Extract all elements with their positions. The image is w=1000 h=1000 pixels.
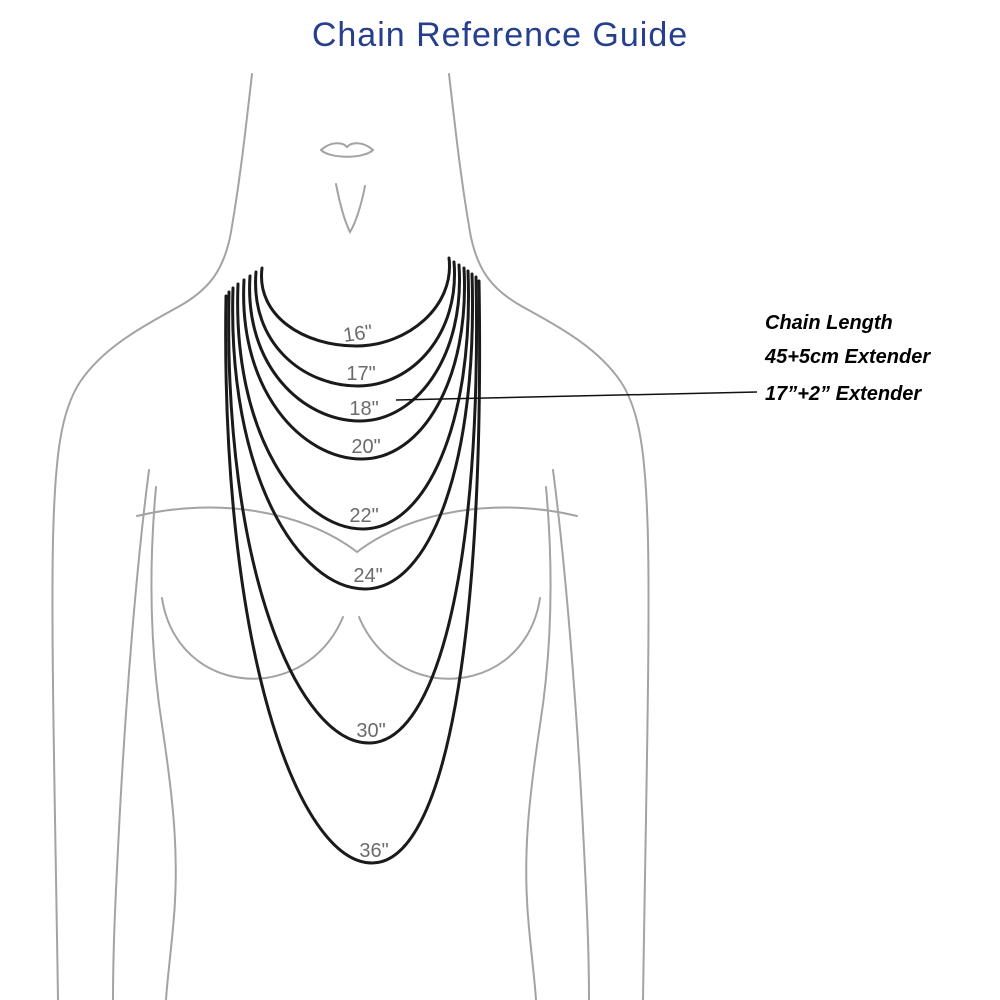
chin-neck-curve <box>335 183 366 235</box>
chain-label-24: 24" <box>353 565 383 587</box>
torso-side-left <box>150 486 177 1000</box>
chain-curve-20 <box>242 266 467 461</box>
inner-arm-right <box>552 469 590 1000</box>
chest-curve <box>136 506 578 554</box>
neck-shoulder-arm-right <box>448 73 650 1000</box>
chain-curve-16 <box>260 256 451 348</box>
annotation-extender-cm: 45+5cm Extender <box>765 346 931 368</box>
chain-label-22: 22" <box>349 505 379 527</box>
neck-shoulder-arm-left <box>51 73 253 1000</box>
extender-leader-line <box>395 391 758 401</box>
torso-outline <box>51 73 650 1000</box>
chain-label-17: 17" <box>346 363 376 385</box>
inner-arm-left <box>112 469 150 1000</box>
chain-label-20: 20" <box>351 436 381 458</box>
chain-label-30: 30" <box>356 720 386 742</box>
chain-curve-30 <box>227 275 478 745</box>
chain-label-16: 16" <box>341 321 374 347</box>
chain-curve-36 <box>224 279 482 865</box>
lips-upper <box>320 142 374 151</box>
torso-side-right <box>525 486 552 1000</box>
annotation-chain-length: Chain Length <box>765 312 893 334</box>
chain-label-36: 36" <box>359 840 389 862</box>
lips-lower <box>320 149 374 158</box>
chain-curve-18 <box>248 263 462 423</box>
breast-curve-left <box>161 597 344 680</box>
annotation-extender-inch: 17”+2” Extender <box>765 383 922 405</box>
necklace-chains <box>224 256 482 865</box>
chain-label-18: 18" <box>349 398 379 420</box>
breast-curve-right <box>358 597 541 680</box>
chain-curve-17 <box>254 260 457 388</box>
page-title: Chain Reference Guide <box>311 16 689 54</box>
chain-curve-24 <box>231 272 475 591</box>
